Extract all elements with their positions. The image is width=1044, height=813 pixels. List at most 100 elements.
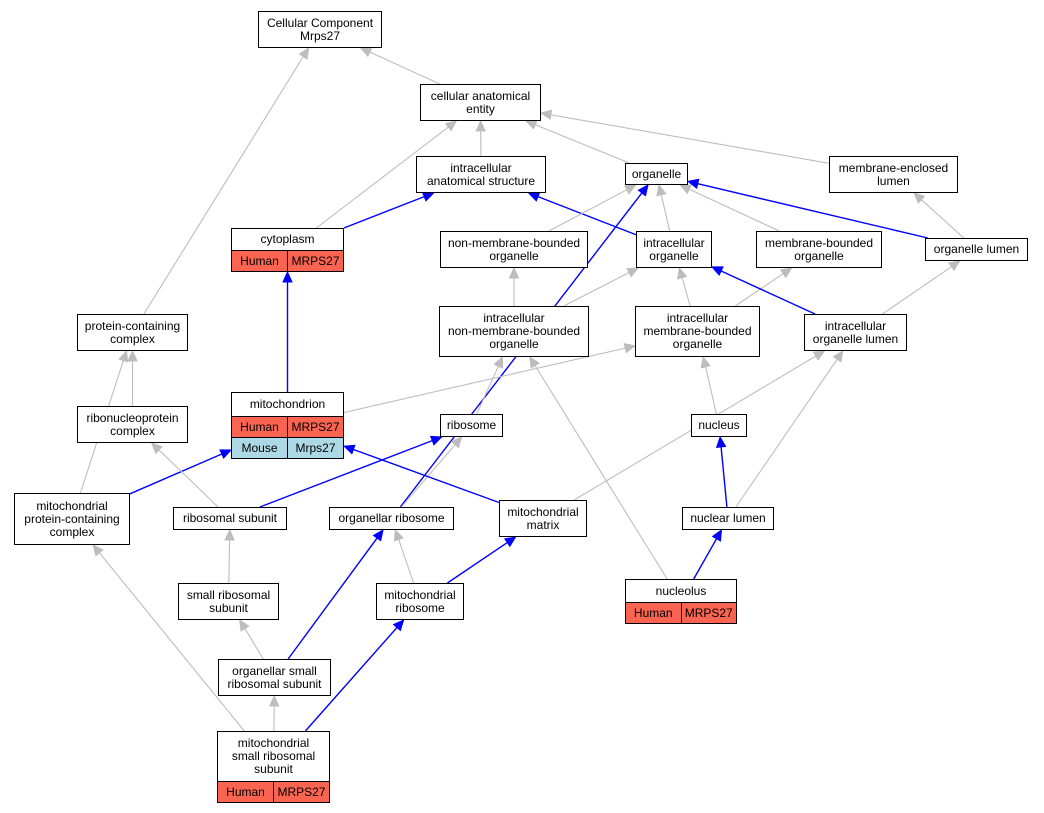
annotation-row-human: Human MRPS27 [626,602,736,623]
node-label: intracellular organelle lumen [812,318,899,346]
node-label: intracellular organelle [643,235,705,263]
node-non-membrane-bounded-organelle[interactable]: non-membrane-bounded organelle [440,231,588,268]
node-cellular-anatomical-entity[interactable]: cellular anatomical entity [420,84,541,121]
node-mitochondrial-matrix[interactable]: mitochondrial matrix [499,500,587,537]
node-label: mitochondrial matrix [507,504,579,532]
edge-membrane_bounded_organelle-to-organelle [688,188,780,232]
arrowhead-organellar_small_ribosomal_subunit [268,694,280,707]
node-intracellular-non-membrane-bounded-organelle[interactable]: intracellular non-membrane-bounded organ… [439,306,589,357]
arrowhead-ribosomal_subunit [224,528,235,541]
species-label: Human [633,605,673,620]
gene-label: MRPS27 [287,251,343,271]
annotation-row-human: Human MRPS27 [218,781,329,802]
arrowhead-intracellular_organelle [626,267,639,278]
edge-ribosomal_subunit-to-ribosome [259,439,433,508]
arrowhead-intracellular_membrane_bounded_organelle [700,355,711,369]
edge-nucleolus-to-intracellular_non_membrane_bounded_organelle [534,365,668,580]
arrowhead-mitochondrial_matrix [503,536,517,548]
node-protein-containing-complex[interactable]: protein-containing complex [77,314,188,351]
node-mitochondrial-protein-containing-complex[interactable]: mitochondrial protein-containing complex [14,493,130,545]
node-nucleus[interactable]: nucleus [691,414,747,437]
edge-ribosome-to-intracellular_non_membrane_bounded_organelle [476,365,499,415]
node-nucleolus[interactable]: nucleolus Human MRPS27 [625,579,737,624]
edge-intracellular_organelle_lumen-to-intracellular_organelle [720,270,816,315]
node-intracellular-anatomical-structure[interactable]: intracellular anatomical structure [416,156,546,193]
node-membrane-enclosed-lumen[interactable]: membrane-enclosed lumen [829,156,958,193]
edge-non_membrane_bounded_organelle-to-organelle [548,189,628,232]
edge-nuclear_lumen-to-nucleus [720,446,728,508]
annotation-row-human: Human MRPS27 [232,416,343,437]
node-label: intracellular non-membrane-bounded organ… [447,311,581,351]
node-ribosome[interactable]: ribosome [440,414,503,437]
species-label: Mouse [241,440,278,455]
gene-label: MRPS27 [680,603,737,623]
node-organellar-ribosome[interactable]: organellar ribosome [329,507,454,530]
edge-protein_containing_complex-to-cellular_component [143,56,304,315]
arrowhead-cellular_component [298,46,310,60]
arrowhead-ribonucleoprotein_complex [150,442,163,455]
node-organelle-lumen[interactable]: organelle lumen [925,238,1028,261]
annotation-row-human: Human MRPS27 [232,250,343,271]
arrowhead-membrane_enclosed_lumen [913,192,926,204]
edge-nucleus-to-intracellular_membrane_bounded_organelle [705,366,717,415]
edge-membrane_enclosed_lumen-to-cellular_anatomical_entity [550,114,830,164]
edge-organellar_small_ribosomal_subunit-to-small_ribosomal_subunit [244,628,264,660]
edge-organellar_ribosome-to-ribosome [400,444,456,508]
node-organellar-small-ribosomal-subunit[interactable]: organellar small ribosomal subunit [218,659,331,696]
arrowhead-cellular_anatomical_entity [475,119,486,132]
node-label: ribosomal subunit [182,511,278,525]
gene-label: MRPS27 [273,782,329,802]
node-label: organelle [631,166,682,181]
arrowhead-nucleus [715,435,727,448]
node-mitochondrial-small-ribosomal-subunit[interactable]: mitochondrial small ribosomal subunit Hu… [217,731,330,803]
node-label: nucleus [698,418,740,432]
node-label: small ribosomal subunit [186,587,271,615]
arrowhead-membrane_bounded_organelle [779,267,793,279]
species-label: Human [226,784,265,799]
node-mitochondrion[interactable]: mitochondrion Human MRPS27 Mouse Mrps27 [231,392,344,459]
node-label: mitochondrial protein-containing complex [24,498,120,539]
arrowhead-ribosome [450,436,463,449]
edge-mitochondrial_small_ribosomal_subunit-to-mitochondrial_protein_containing_complex [98,552,245,732]
edge-organelle_lumen-to-membrane_enclosed_lumen [921,199,965,239]
node-ribonucleoprotein-complex[interactable]: ribonucleoprotein complex [77,406,188,443]
node-small-ribosomal-subunit[interactable]: small ribosomal subunit [178,583,279,620]
arrowhead-organellar_ribosome [393,528,404,542]
node-cellular-component[interactable]: Cellular Component Mrps27 [258,11,382,48]
species-label: Human [240,253,279,268]
edge-nucleolus-to-nuclear_lumen [693,538,718,580]
arrowhead-cellular_anatomical_entity [444,120,458,132]
arrowhead-intracellular_non_membrane_bounded_organelle [493,355,503,369]
node-mitochondrial-ribosome[interactable]: mitochondrial ribosome [376,583,464,620]
node-nuclear-lumen[interactable]: nuclear lumen [682,507,774,530]
arrowhead-organellar_ribosome [372,529,384,542]
arrowhead-organelle [679,184,692,195]
node-cytoplasm[interactable]: cytoplasm Human MRPS27 [231,228,344,272]
node-membrane-bounded-organelle[interactable]: membrane-bounded organelle [756,231,882,268]
edge-cytoplasm-to-intracellular_anatomical_structure [343,195,425,229]
arrowhead-intracellular_organelle_lumen [812,350,826,361]
node-ribosomal-subunit[interactable]: ribosomal subunit [173,507,287,530]
node-label: organelle lumen [933,242,1020,256]
arrowhead-mitochondrial_protein_containing_complex [92,544,104,557]
node-intracellular-membrane-bounded-organelle[interactable]: intracellular membrane-bounded organelle [635,306,760,357]
node-label: nucleolus [655,583,707,598]
node-label: mitochondrial small ribosomal subunit [231,736,316,776]
node-label: membrane-bounded organelle [764,235,874,263]
arrowhead-organelle [623,184,637,195]
edge-intracellular_organelle-to-organelle [660,194,671,232]
arrowhead-organelle [656,183,667,197]
arrowhead-ribosome [429,435,443,446]
node-intracellular-organelle[interactable]: intracellular organelle [636,231,712,268]
node-label: cellular anatomical entity [430,88,531,116]
annotation-row-mouse: Mouse Mrps27 [232,437,343,458]
node-intracellular-organelle-lumen[interactable]: intracellular organelle lumen [804,314,907,351]
node-label: mitochondrial ribosome [384,587,456,615]
node-organelle[interactable]: organelle [625,163,688,185]
species-label: Human [240,419,279,434]
arrowhead-cytoplasm [282,270,293,283]
arrowhead-cellular_anatomical_entity [539,109,553,121]
arrowhead-organelle_lumen [948,260,961,272]
edge-intracellular_membrane_bounded_organelle-to-membrane_bounded_organelle [734,273,784,307]
